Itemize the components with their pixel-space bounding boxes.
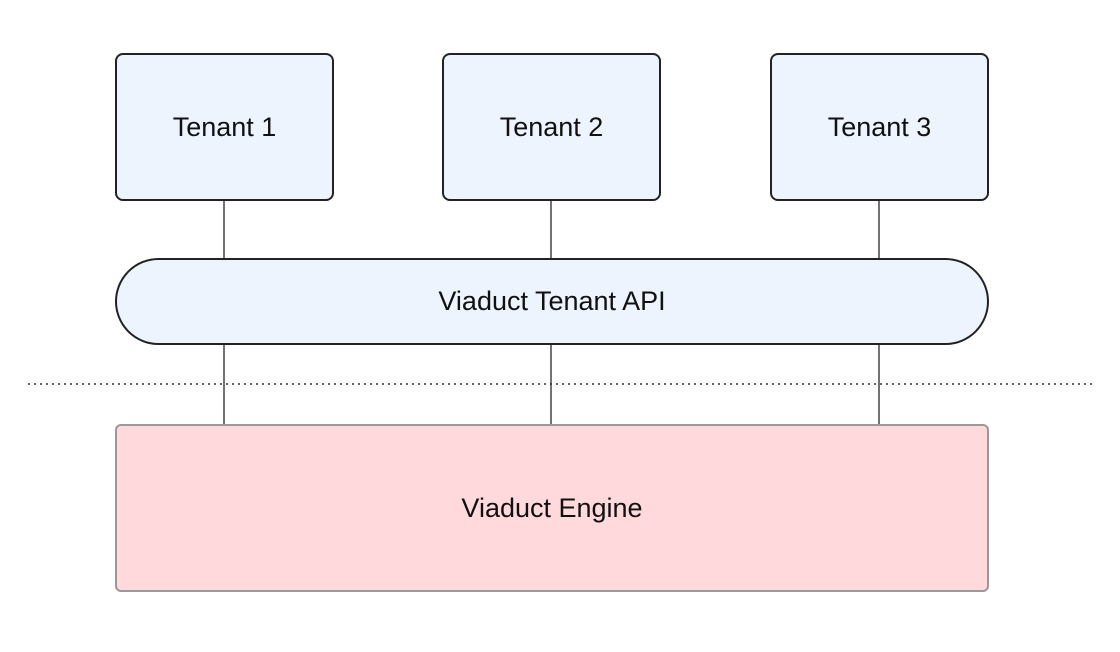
engine-box: Viaduct Engine [115,424,989,592]
tenant-1-box: Tenant 1 [115,53,334,201]
tenant-3-box: Tenant 3 [770,53,989,201]
tenant-2-box: Tenant 2 [442,53,661,201]
tenant-2-label: Tenant 2 [499,111,604,142]
tenant-api-label: Viaduct Tenant API [438,286,666,316]
tenant-api-box: Viaduct Tenant API [115,258,989,345]
tenant-1-label: Tenant 1 [172,111,277,142]
engine-label: Viaduct Engine [461,492,643,523]
tenant-3-label: Tenant 3 [827,111,932,142]
